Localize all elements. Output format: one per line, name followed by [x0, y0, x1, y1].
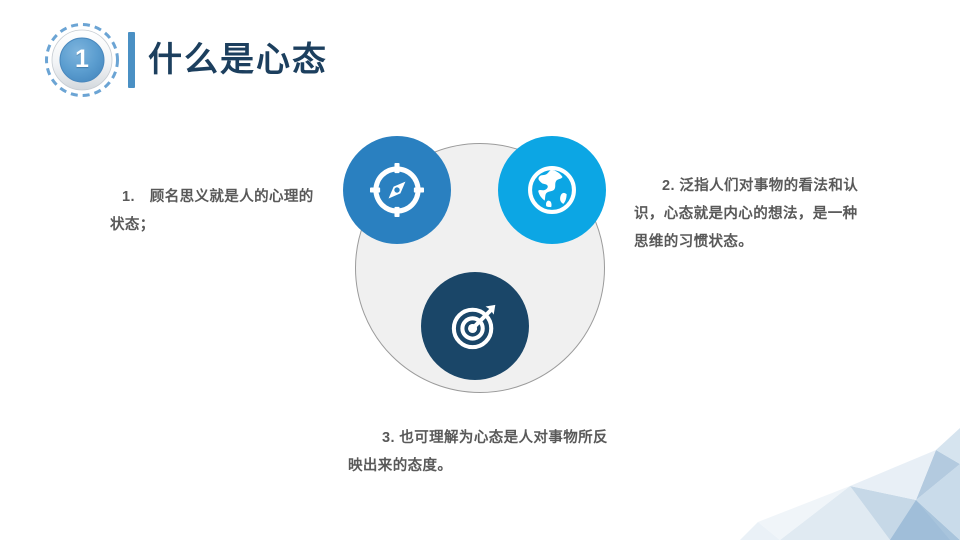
slide-header: 1 什么是心态 [0, 0, 960, 110]
diagram-node-compass[interactable] [343, 136, 451, 244]
page-title: 什么是心态 [148, 41, 328, 79]
section-number-badge: 1 [44, 22, 120, 98]
compass-icon [370, 163, 424, 217]
venn-diagram [343, 136, 606, 393]
section-number-label: 1 [75, 44, 89, 73]
target-icon [451, 304, 496, 350]
point-3-text: 3. 也可理解为心态是人对事物所反映出来的态度。 [348, 430, 608, 474]
title-accent-bar [128, 32, 135, 88]
globe-icon [528, 166, 576, 214]
low-poly-decoration-icon [740, 428, 960, 540]
diagram-node-target[interactable] [421, 272, 529, 380]
point-1-text: 1. 顾名思义就是人的心理的状态； [110, 189, 314, 233]
point-2-text: 2. 泛指人们对事物的看法和认识，心态就是内心的想法，是一种思维的习惯状态。 [634, 178, 859, 250]
badge-rings-icon [45, 23, 119, 97]
diagram-node-globe[interactable] [498, 136, 606, 244]
